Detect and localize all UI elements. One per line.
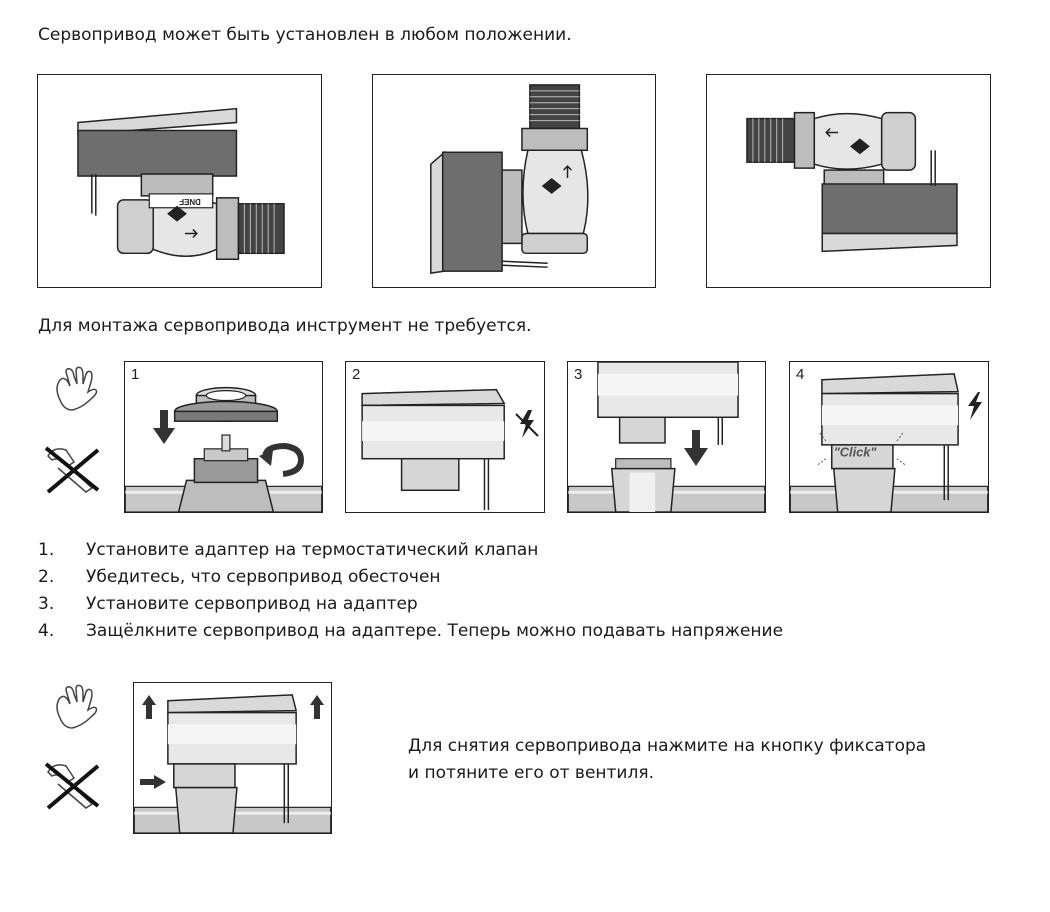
list-number: 4.: [38, 621, 55, 641]
rotate-arrow-icon: [259, 442, 305, 477]
position-note: Сервопривод может быть установлен в любо…: [38, 25, 572, 45]
step-number: 2: [352, 366, 361, 383]
hand-icon: [56, 366, 98, 411]
list-number: 2.: [38, 567, 55, 587]
orientation-panel-inverted: [706, 74, 991, 288]
step-panel-4: 4 "Click": [789, 361, 989, 513]
arrow-down-icon: [684, 430, 708, 466]
list-item: 1. Установите адаптер на термостатически…: [38, 539, 878, 561]
actuator-on-valve-vertical-illustration: [430, 84, 589, 274]
removal-instruction-line-2: и потяните его от вентиля.: [408, 763, 654, 783]
orientation-panel-horizontal: DNEF: [37, 74, 322, 288]
list-text: Установите адаптер на термостатический к…: [86, 540, 539, 560]
click-label: "Click": [834, 445, 878, 460]
list-number: 1.: [38, 540, 55, 560]
actuator-on-valve-horizontal-illustration: DNEF: [77, 107, 285, 261]
orientation-panel-vertical: [372, 74, 656, 288]
removal-panel: [133, 682, 332, 834]
tool-note: Для монтажа сервопривода инструмент не т…: [38, 316, 532, 336]
actuator-on-valve-inverted-illustration: [746, 111, 958, 253]
adapter-install-illustration: [125, 386, 322, 512]
list-number: 3.: [38, 594, 55, 614]
valve-label: DNEF: [179, 197, 201, 206]
step-panel-3: 3: [567, 361, 766, 513]
arrow-up-icon: [142, 695, 156, 719]
removal-instruction-line-1: Для снятия сервопривода нажмите на кнопк…: [408, 736, 927, 756]
list-item: 4. Защёлкните сервопривод на адаптере. Т…: [38, 620, 878, 642]
list-text: Установите сервопривод на адаптер: [86, 594, 418, 614]
list-item: 3. Установите сервопривод на адаптер: [38, 593, 878, 615]
step-number: 3: [574, 366, 583, 383]
arrow-right-icon: [140, 775, 166, 789]
no-tools-icon: [44, 762, 100, 810]
step-panel-2: 2: [345, 361, 545, 513]
list-text: Убедитесь, что сервопривод обесточен: [86, 567, 441, 587]
list-text: Защёлкните сервопривод на адаптере. Тепе…: [86, 621, 784, 641]
no-tools-icon: [44, 446, 100, 494]
arrow-up-icon: [310, 695, 324, 719]
step-number: 4: [796, 366, 805, 383]
hand-icon: [56, 684, 98, 729]
arrow-down-icon: [153, 410, 175, 444]
no-power-icon: [515, 410, 539, 438]
power-icon: [968, 392, 982, 420]
actuator-removal-illustration: [134, 694, 331, 833]
step-panel-1: 1: [124, 361, 323, 513]
list-item: 2. Убедитесь, что сервопривод обесточен: [38, 566, 878, 588]
actuator-mounting-illustration: [568, 362, 765, 512]
step-number: 1: [131, 366, 140, 383]
actuator-snapped-illustration: "Click": [790, 373, 988, 512]
actuator-disconnected-illustration: [361, 388, 506, 511]
